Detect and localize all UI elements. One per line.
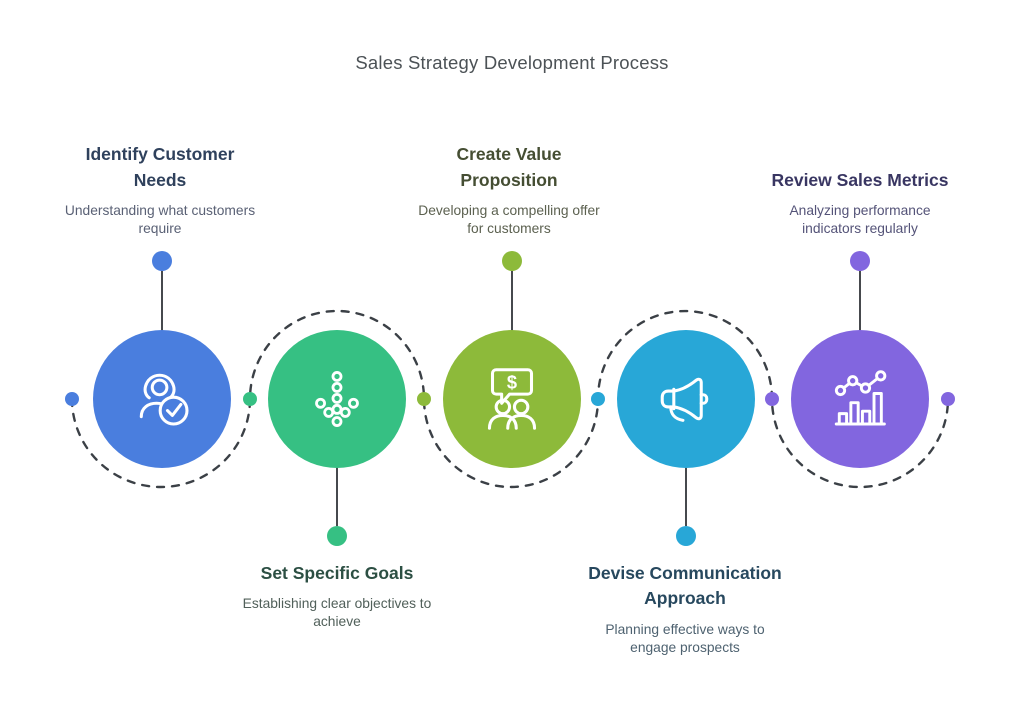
step-heading: Create Value Proposition bbox=[456, 144, 562, 190]
step-description: Developing a compelling offer for custom… bbox=[418, 203, 600, 237]
step-heading: Devise Communication Approach bbox=[588, 563, 782, 609]
wave-endpoint-dot bbox=[65, 392, 79, 406]
speech-bubble-dollar-people-icon: $ bbox=[487, 368, 537, 430]
process-wave-dashed-path bbox=[70, 309, 950, 489]
wave-junction-dot bbox=[765, 392, 779, 406]
wave-junction-dot bbox=[243, 392, 257, 406]
stem-dot bbox=[327, 526, 347, 546]
svg-text:$: $ bbox=[507, 372, 517, 393]
step-label-review-sales-metrics: Review Sales Metrics Analyzing performan… bbox=[710, 141, 1010, 238]
step-description: Understanding what customers require bbox=[64, 203, 256, 237]
step-description: Establishing clear objectives to achieve bbox=[242, 596, 432, 630]
step-label-identify-customer-needs: Identify Customer Needs Understanding wh… bbox=[10, 141, 310, 238]
stem-dot bbox=[152, 251, 172, 271]
stem-dot bbox=[850, 251, 870, 271]
step-heading: Identify Customer Needs bbox=[85, 144, 235, 190]
step-circle-devise-communication-approach bbox=[617, 330, 755, 468]
step-heading: Review Sales Metrics bbox=[771, 169, 949, 190]
diagram-title: Sales Strategy Development Process bbox=[355, 52, 669, 73]
bar-line-chart-icon bbox=[834, 370, 887, 426]
step-circle-identify-customer-needs bbox=[93, 330, 231, 468]
step-label-create-value-proposition: Create Value Proposition Developing a co… bbox=[359, 141, 659, 238]
step-circle-review-sales-metrics bbox=[791, 330, 929, 468]
dotted-arrow-down-icon bbox=[315, 371, 359, 427]
step-description: Analyzing performance indicators regular… bbox=[789, 203, 931, 237]
step-heading: Set Specific Goals bbox=[260, 563, 414, 583]
wave-junction-dot bbox=[591, 392, 605, 406]
stem-dot bbox=[676, 526, 696, 546]
wave-endpoint-dot bbox=[941, 392, 955, 406]
megaphone-icon bbox=[660, 377, 709, 422]
step-label-set-specific-goals: Set Specific Goals Establishing clear ob… bbox=[187, 561, 487, 631]
step-description: Planning effective ways to engage prospe… bbox=[605, 621, 765, 655]
wave-junction-dot bbox=[417, 392, 431, 406]
stem-dot bbox=[502, 251, 522, 271]
step-label-devise-communication-approach: Devise Communication Approach Planning e… bbox=[535, 561, 835, 657]
user-check-icon bbox=[139, 373, 189, 426]
step-circle-create-value-proposition: $ bbox=[443, 330, 581, 468]
step-circle-set-specific-goals bbox=[268, 330, 406, 468]
